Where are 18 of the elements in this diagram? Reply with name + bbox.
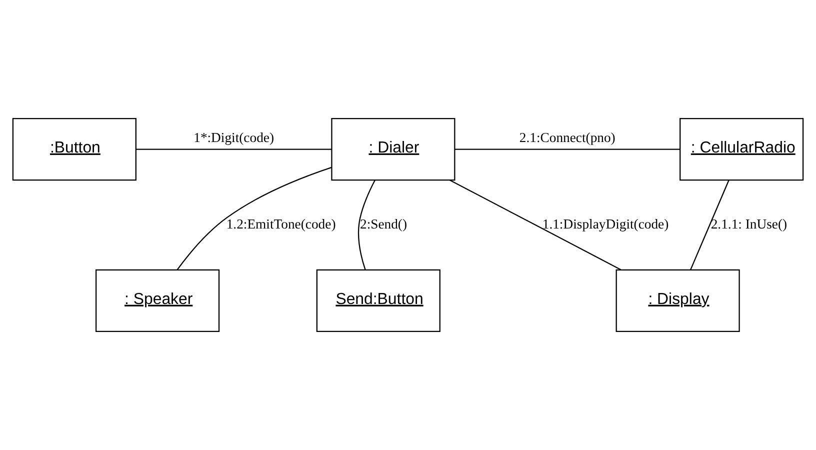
edge-label: 1*:Digit(code) xyxy=(194,130,274,146)
node-box: :Button xyxy=(12,118,136,181)
node-box: : Speaker xyxy=(96,269,220,332)
connector xyxy=(690,180,730,270)
connector xyxy=(358,180,376,270)
edge-label: 2.1.1: InUse() xyxy=(710,216,788,232)
edge-label: 1.2:EmitTone(code) xyxy=(226,216,336,232)
edge-label: 1.1:DisplayDigit(code) xyxy=(542,216,669,232)
node-box: : Dialer xyxy=(331,118,456,181)
node-box: Send:Button xyxy=(316,269,440,332)
edge-label: 2.1:Connect(pno) xyxy=(519,130,616,146)
node-box: : CellularRadio xyxy=(680,118,804,181)
node-box: : Display xyxy=(616,269,740,332)
connector xyxy=(176,166,332,270)
connector xyxy=(136,148,332,150)
connector xyxy=(454,148,680,150)
connector xyxy=(450,180,622,270)
edge-label: 2:Send() xyxy=(360,216,408,232)
